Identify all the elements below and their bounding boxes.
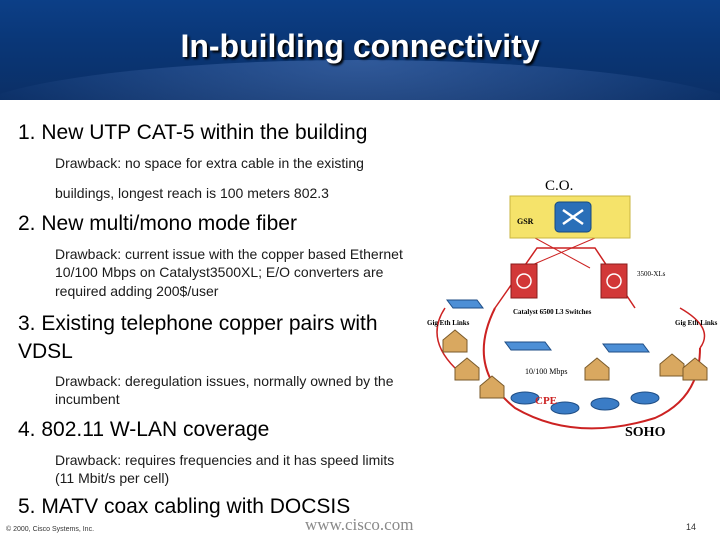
copyright: © 2000, Cisco Systems, Inc. [6,526,95,533]
catalyst-label: Catalyst 6500 L3 Switches [513,308,592,316]
item-1-heading: 1. New UTP CAT-5 within the building [18,121,368,144]
item-5-heading: 5. MATV coax cabling with DOCSIS [18,495,351,518]
item-4-heading: 4. 802.11 W-LAN coverage [18,418,270,441]
item-2-heading: 2. New multi/mono mode fiber [18,212,297,235]
item-1-drawback-line-2: buildings, longest reach is 100 meters 8… [55,185,329,201]
gig-eth-right-label: Gig Eth Links [675,319,718,327]
item-2-drawback-line-3: required adding 200$/user [55,283,219,299]
item-2-drawback-line-1: Drawback: current issue with the copper … [55,246,403,262]
gig-eth-left-label: Gig Eth Links [427,319,470,327]
slide-title: In-building connectivity [180,28,540,64]
cross-link-lines [524,237,596,269]
item-3-drawback-line-2: incumbent [55,391,120,407]
item-4-drawback-line-2: (11 Mbit/s per cell) [55,470,170,486]
website-text: www.cisco.com [305,515,414,534]
xl-label: 3500-XLs [637,270,666,278]
gig-eth-lines [436,307,706,369]
speed-label: 10/100 Mbps [525,367,567,376]
house-icons [442,329,708,399]
item-2-drawback-line-2: 10/100 Mbps on Catalyst3500XL; E/O conve… [55,264,384,280]
network-diagram: C.O. GSR 3500-XLs Catalyst 6500 L3 Switc… [427,178,718,440]
access-switch-icon [446,299,650,353]
item-3-heading-line-1: 3. Existing telephone copper pairs with [18,312,378,335]
page-number: 14 [686,522,697,532]
item-3-heading-line-2: VDSL [18,340,73,363]
item-4-drawback-line-1: Drawback: requires frequencies and it ha… [55,452,395,468]
cpe-label: CPE [535,395,557,407]
gsr-label: GSR [517,217,534,226]
title-bar: In-building connectivity [0,0,720,100]
catalyst-switch-left-icon [510,263,538,299]
item-3-drawback-line-1: Drawback: deregulation issues, normally … [55,373,394,389]
router-icon [554,201,592,233]
co-label: C.O. [545,178,573,194]
soho-label: SOHO [625,425,666,440]
cpe-router-icons [510,391,660,415]
item-1-drawback-line-1: Drawback: no space for extra cable in th… [55,155,364,171]
fiber-ring-line [482,307,701,430]
catalyst-switch-right-icon [600,263,628,299]
